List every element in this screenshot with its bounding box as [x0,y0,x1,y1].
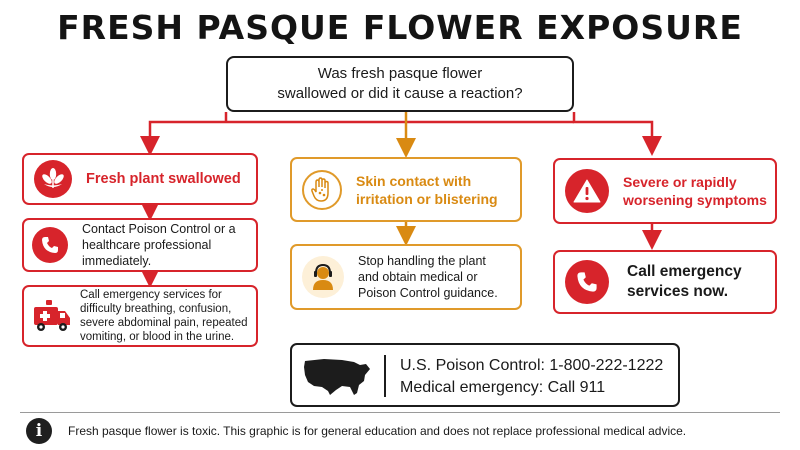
connector-left [140,120,226,156]
footer-divider [20,412,780,413]
us-map-icon [302,355,374,399]
middle-step-1-line: Stop handling the plant [358,254,486,268]
left-step-2-box: Call emergency services for difficulty b… [22,285,258,347]
question-box: Was fresh pasque flower swallowed or did… [226,56,574,112]
contact-box: U.S. Poison Control: 1-800-222-1222 Medi… [290,343,680,407]
right-header-line: worsening symptoms [623,192,767,208]
phone-icon [565,260,609,304]
left-step-2-line: severe abdominal pain, repeated [80,317,248,329]
flower-icon [34,160,72,198]
page-title: FRESH PASQUE FLOWER EXPOSURE [57,8,743,47]
middle-step-1-box: Stop handling the plant and obtain medic… [290,244,522,310]
phone-icon [32,227,68,263]
question-line-2: swallowed or did it cause a reaction? [277,85,523,102]
left-step-2-line: Call emergency services for [80,289,222,301]
left-step-1-box: Contact Poison Control or a healthcare p… [22,218,258,272]
hand-icon [302,169,342,210]
question-line-1: Was fresh pasque flower [317,65,483,82]
headset-person-icon [302,256,344,298]
middle-step-1-text: Stop handling the plant and obtain medic… [358,253,498,301]
right-step-1-box: Call emergency services now. [553,250,777,314]
left-step-2-line: difficulty breathing, confusion, [80,303,232,315]
info-icon: i [26,418,52,444]
right-step-1-line: services now. [627,283,729,300]
warning-icon [565,169,609,213]
right-header-line: Severe or rapidly [623,174,737,190]
middle-header-line: irritation or blistering [356,190,498,207]
poison-control-line: U.S. Poison Control: 1-800-222-1222 [400,357,664,374]
right-step-1-line: Call emergency [627,263,742,280]
middle-step-1-line: and obtain medical or [358,270,478,284]
middle-step-1-line: Poison Control guidance. [358,286,498,300]
contact-divider [384,355,386,397]
right-step-1-text: Call emergency services now. [627,262,742,302]
left-step-2-line: vomiting, or blood in the urine. [80,331,235,343]
left-header-box: Fresh plant swallowed [22,153,258,205]
disclaimer-text: Fresh pasque flower is toxic. This graph… [68,424,687,438]
left-step-1-line: Contact Poison Control or a [82,222,236,236]
middle-header-line: Skin contact with [356,172,472,189]
right-header-box: Severe or rapidly worsening symptoms [553,158,777,224]
connector-right [572,112,662,156]
left-header-label: Fresh plant swallowed [86,171,241,187]
left-step-2-text: Call emergency services for difficulty b… [80,288,248,344]
right-header-label: Severe or rapidly worsening symptoms [623,173,767,209]
left-step-1-line: immediately. [82,254,152,268]
middle-header-box: Skin contact with irritation or blisteri… [290,157,522,222]
left-step-1-line: healthcare professional [82,238,212,252]
left-step-1-text: Contact Poison Control or a healthcare p… [82,221,236,269]
ambulance-icon [32,298,72,334]
middle-header-label: Skin contact with irritation or blisteri… [356,172,498,208]
emergency-line: Medical emergency: Call 911 [400,379,606,396]
